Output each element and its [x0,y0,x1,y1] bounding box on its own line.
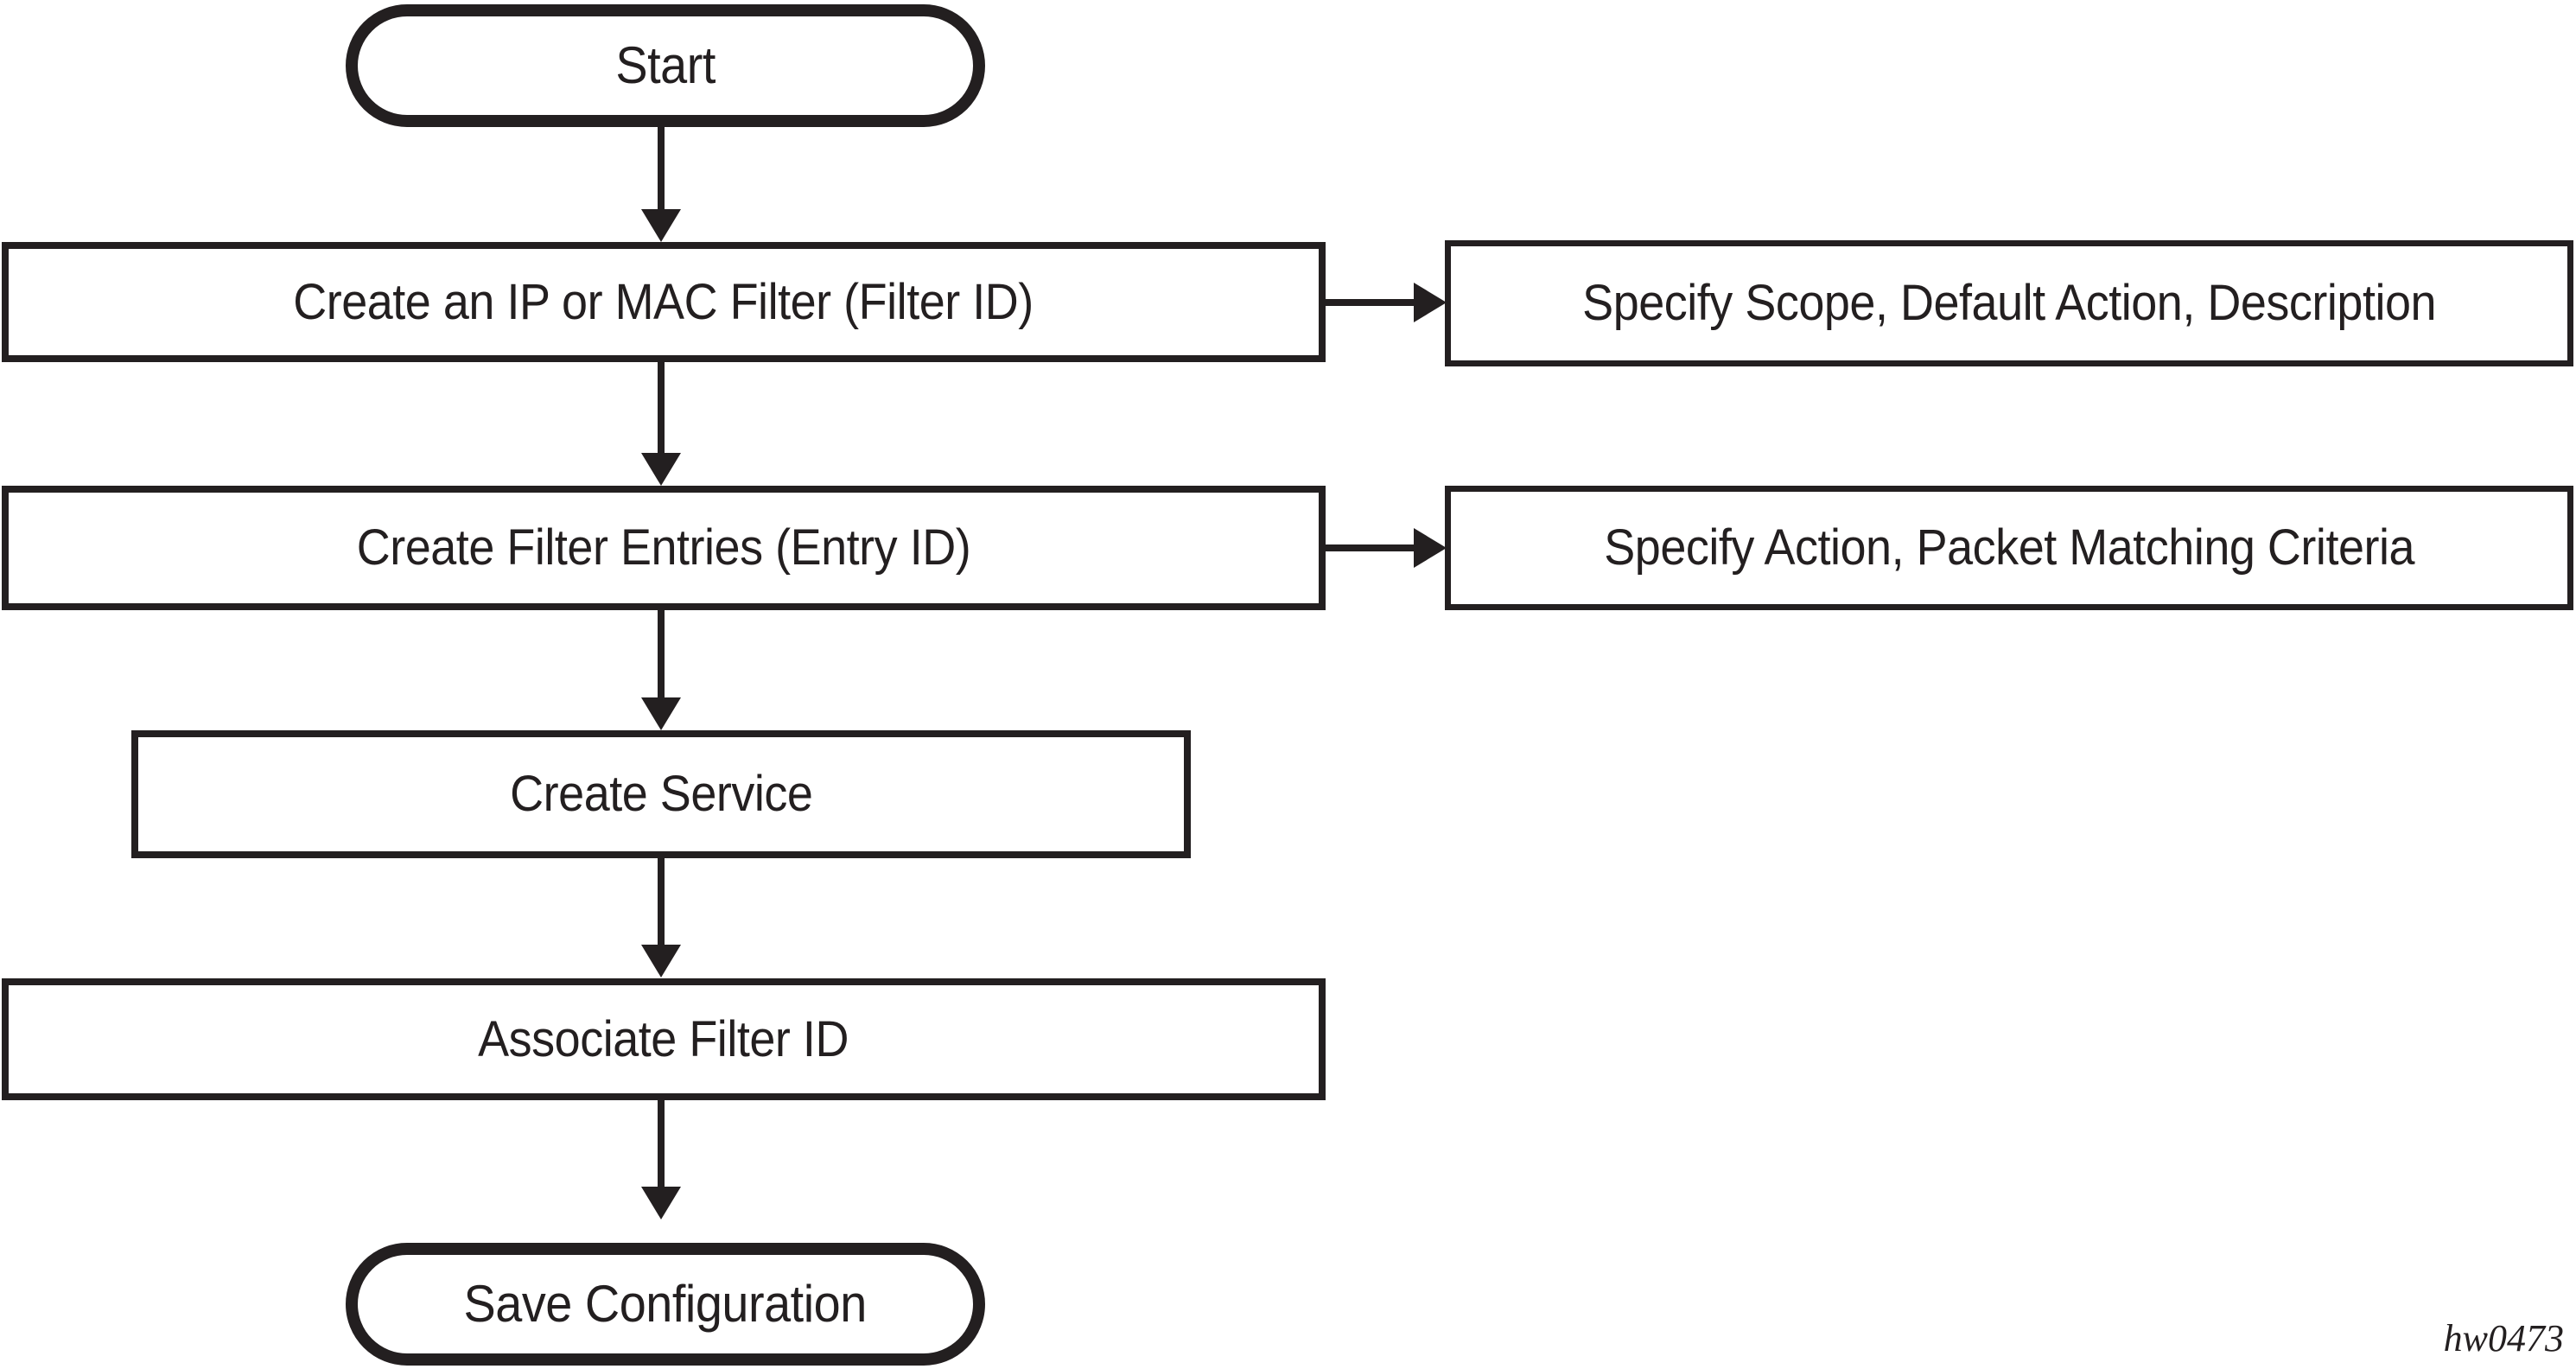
node-specify-action[interactable]: Specify Action, Packet Matching Criteria [1445,486,2573,610]
edge-create-service-to-associate-filter-arrowhead [641,945,681,977]
node-create-filter-label: Create an IP or MAC Filter (Filter ID) [293,273,1034,330]
edge-start-to-create-filter-arrowhead [641,209,681,242]
edge-create-filter-to-create-entries-arrowhead [641,453,681,486]
node-associate-filter-label: Associate Filter ID [478,1010,849,1067]
node-specify-action-label: Specify Action, Packet Matching Criteria [1604,519,2414,576]
node-specify-scope[interactable]: Specify Scope, Default Action, Descripti… [1445,240,2573,366]
edge-create-filter-to-specify-scope-arrowhead [1414,283,1447,322]
node-create-service[interactable]: Create Service [131,730,1191,858]
edge-associate-filter-to-save-config-line [658,1100,665,1188]
edge-create-entries-to-specify-action-line [1326,544,1421,551]
edge-create-entries-to-create-service-line [658,610,665,699]
node-create-entries-label: Create Filter Entries (Entry ID) [356,519,971,576]
node-specify-scope-label: Specify Scope, Default Action, Descripti… [1582,275,2436,331]
edge-start-to-create-filter-line [658,127,665,213]
node-save-config[interactable]: Save Configuration [346,1243,985,1366]
node-create-entries[interactable]: Create Filter Entries (Entry ID) [2,486,1326,610]
edge-create-entries-to-create-service-arrowhead [641,697,681,730]
node-start[interactable]: Start [346,4,985,127]
edge-create-service-to-associate-filter-line [658,858,665,946]
figure-caption: hw0473 [2443,1317,2564,1359]
edge-associate-filter-to-save-config-arrowhead [641,1187,681,1219]
edge-create-entries-to-specify-action-arrowhead [1414,528,1447,568]
edge-create-filter-to-create-entries-line [658,362,665,453]
edge-create-filter-to-specify-scope-line [1326,299,1421,306]
node-start-label: Start [615,36,716,94]
node-create-service-label: Create Service [509,766,813,822]
node-create-filter[interactable]: Create an IP or MAC Filter (Filter ID) [2,242,1326,362]
node-associate-filter[interactable]: Associate Filter ID [2,978,1326,1100]
node-save-config-label: Save Configuration [463,1275,868,1333]
